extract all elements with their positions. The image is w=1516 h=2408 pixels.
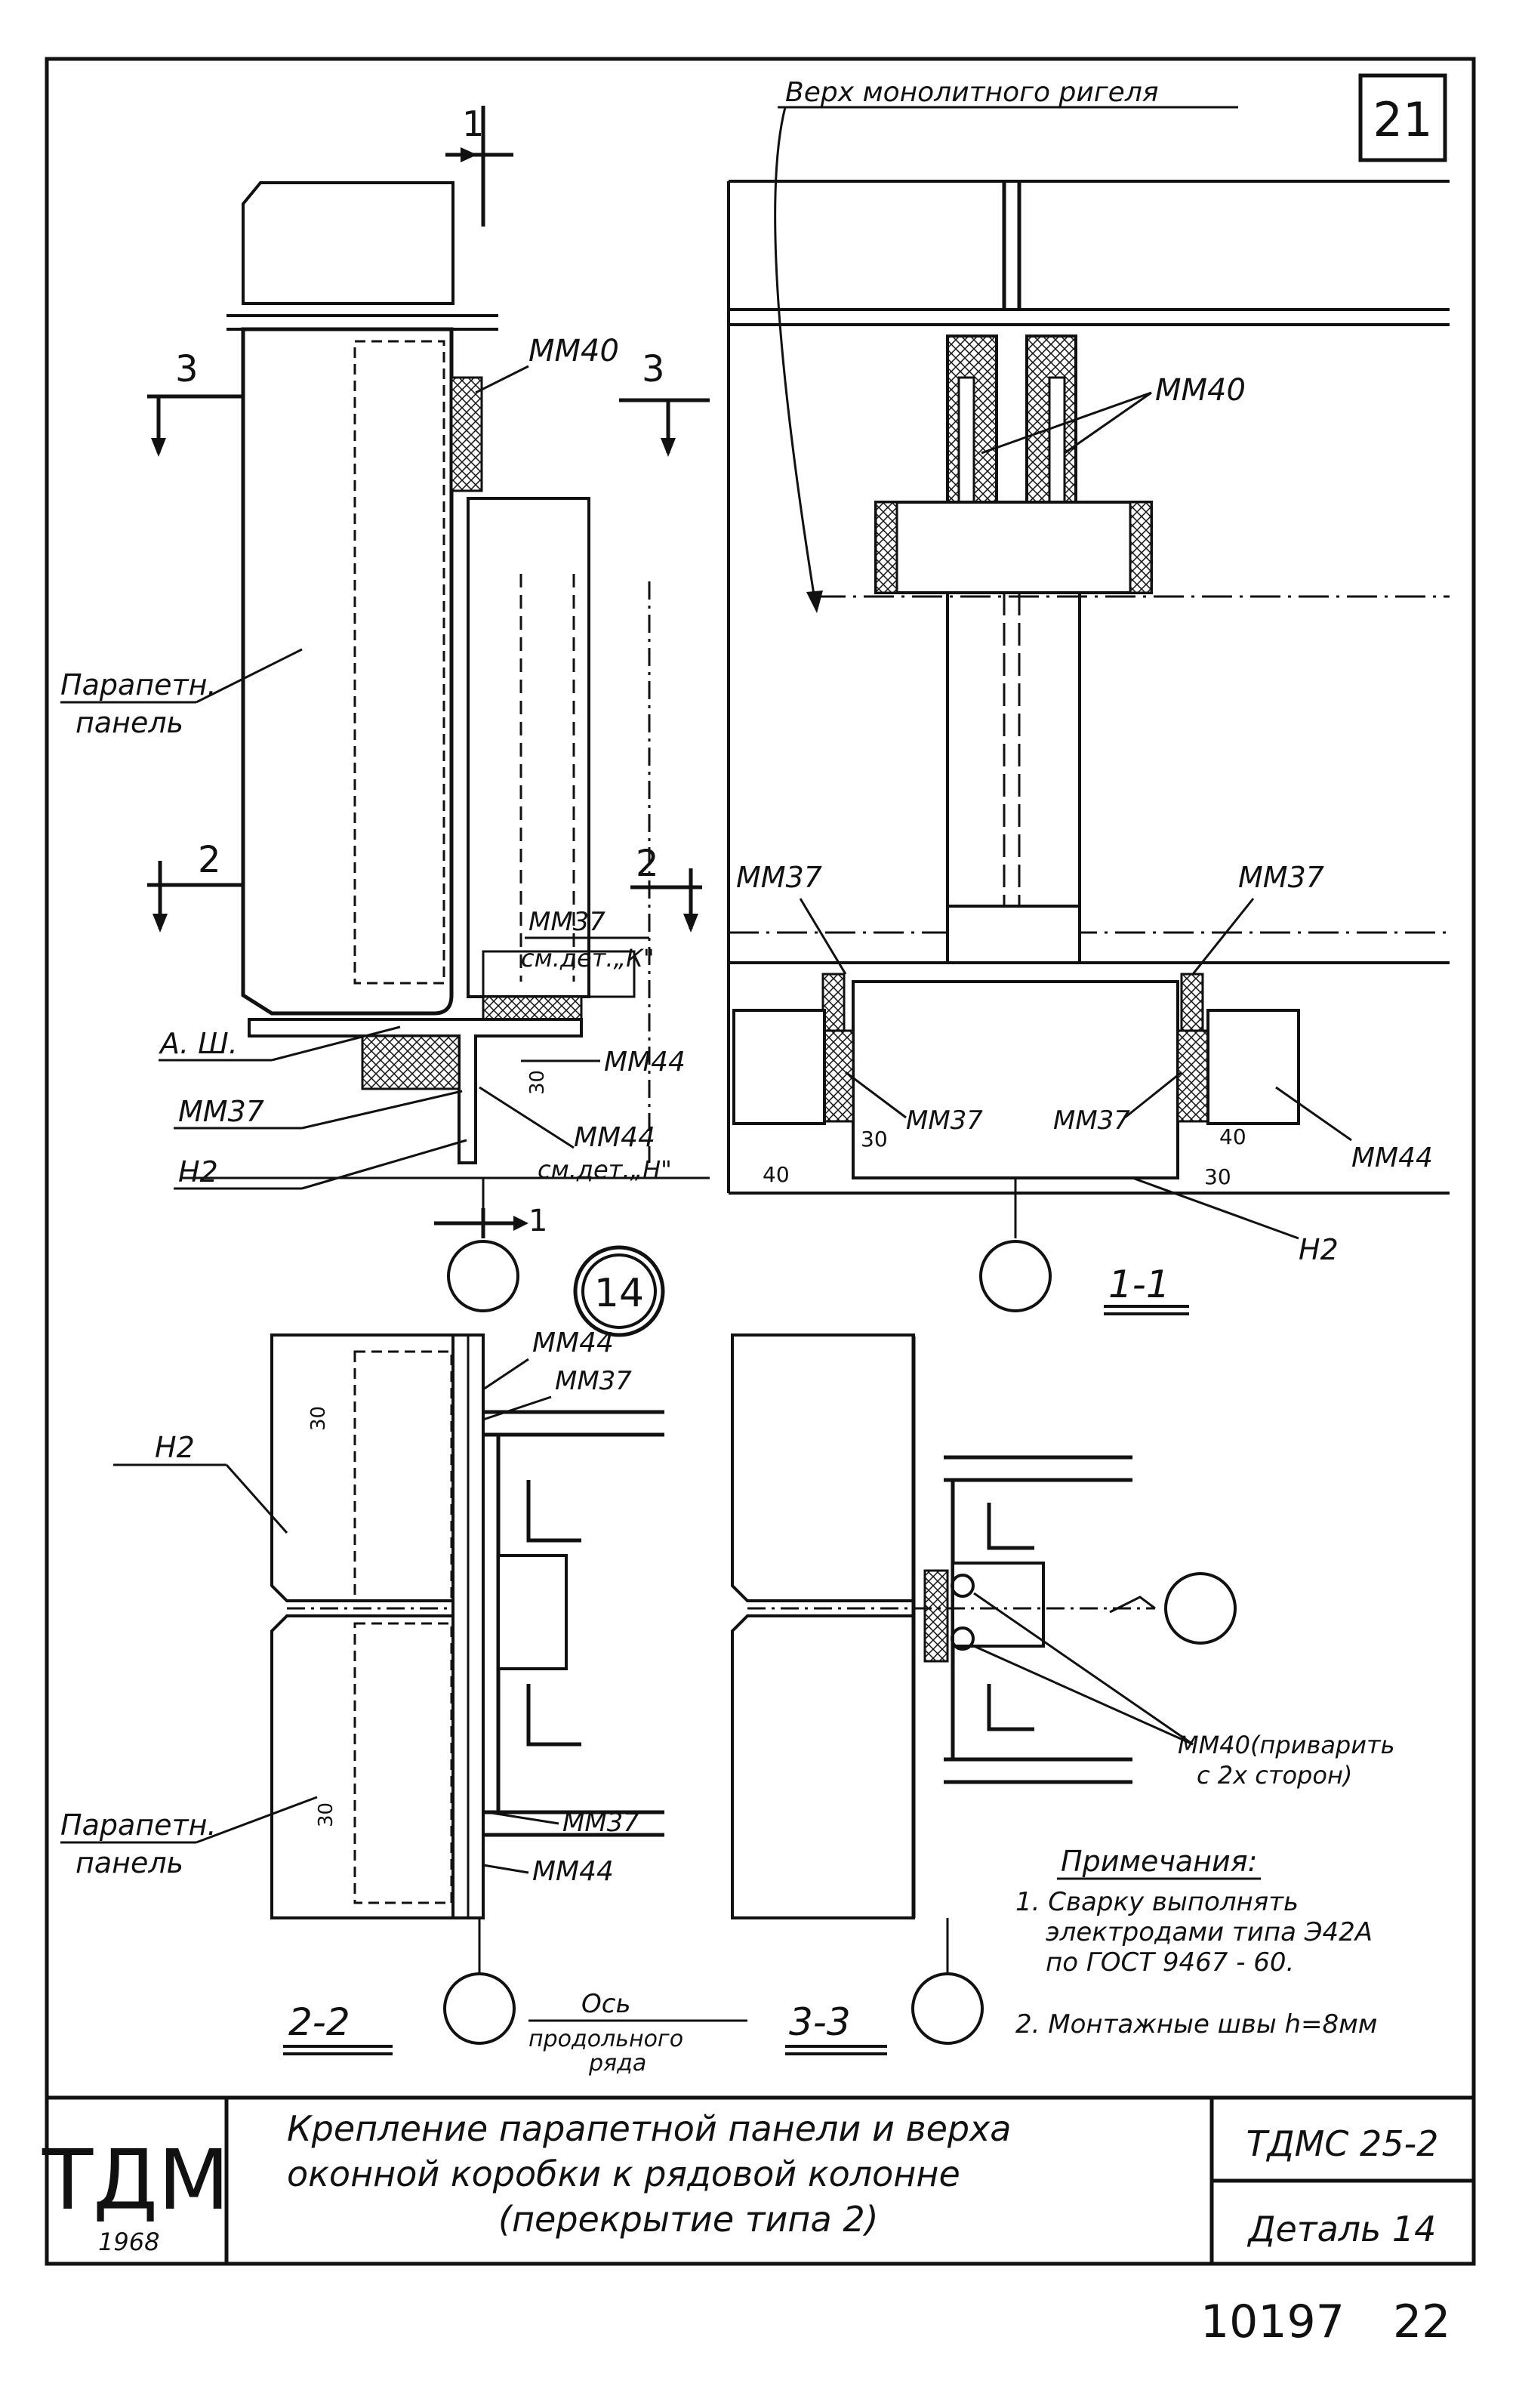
label-n2-section: Н2 xyxy=(1299,1233,1339,1266)
label-see-detail-n: см.дет.„Н" xyxy=(538,1155,672,1184)
page-number: 22 xyxy=(1393,2295,1450,2348)
drawing-detail: Деталь 14 xyxy=(1247,2209,1437,2249)
logo: ТДМ xyxy=(42,2132,230,2228)
label-mm40-weld-2: с 2х сторон) xyxy=(1197,1761,1352,1790)
label-mm40-section: ММ40 xyxy=(1155,373,1246,408)
title-line-1: Крепление парапетной панели и верха xyxy=(287,2108,1012,2149)
view-label-2-2: 2-2 xyxy=(288,2000,350,2044)
label-mm37-22-bottom: ММ37 xyxy=(562,1808,639,1838)
label-ash: А. Ш. xyxy=(158,1027,238,1060)
title-line-3: (перекрытие типа 2) xyxy=(498,2199,879,2240)
label-mm37-2: ММ37 xyxy=(1238,861,1324,894)
svg-text:2: 2 xyxy=(198,839,221,881)
dim-30-a: 30 xyxy=(861,1127,888,1152)
archive-number: 10197 xyxy=(1200,2295,1345,2348)
svg-text:1: 1 xyxy=(528,1204,547,1238)
section-mark-2-right: 2 xyxy=(630,843,702,933)
section-2-2-view: ММ44 ММ37 Н2 Парапетн. панель ММ37 ММ44 … xyxy=(60,1070,664,2055)
title-line-2: оконной коробки к рядовой колонне xyxy=(287,2154,960,2194)
svg-text:1: 1 xyxy=(462,103,484,144)
label-parapet-panel-22: Парапетн. xyxy=(60,1808,217,1842)
notes-block: Примечания: 1. Сварку выполнять электрод… xyxy=(1015,1845,1377,2040)
label-parapet-panel-22-2: панель xyxy=(75,1846,183,1879)
drawing-code: ТДМС 25-2 xyxy=(1246,2123,1439,2164)
section-mark-1-bottom: 1 xyxy=(434,1204,547,1238)
section-mark-1-top: 1 xyxy=(445,103,513,227)
dim-30-d: 30 xyxy=(315,1802,337,1827)
label-parapet-panel-2: панель xyxy=(75,706,183,739)
section-1-1-view: Верх монолитного ригеля ММ40 xyxy=(727,77,1450,1315)
label-mm37-ref: ММ37 xyxy=(528,907,605,937)
label-mm44-22-bottom: ММ44 xyxy=(532,1856,614,1887)
section-mark-3-left: 3 xyxy=(147,348,242,457)
label-top-girder: Верх монолитного ригеля xyxy=(785,77,1159,108)
label-parapet-panel: Парапетн. xyxy=(60,668,217,701)
view-label-3-3: 3-3 xyxy=(789,2000,851,2044)
note-1-line-3: по ГОСТ 9467 - 60. xyxy=(1046,1947,1294,1978)
footer: 10197 22 xyxy=(1200,2295,1450,2348)
label-mm37-3: ММ37 xyxy=(906,1105,983,1136)
label-mm40-weld: ММ40(приварить xyxy=(1178,1731,1395,1759)
year: 1968 xyxy=(98,2228,159,2256)
axis-label-line3: ряда xyxy=(588,2050,646,2077)
label-n2-side: Н2 xyxy=(178,1155,218,1189)
label-mm44-section: ММ44 xyxy=(1351,1142,1433,1173)
label-n2-22: Н2 xyxy=(155,1431,195,1464)
section-mark-3-right: 3 xyxy=(619,348,710,457)
sheet-border xyxy=(45,57,1476,2266)
side-section-view: 1 1 3 3 2 2 xyxy=(60,103,710,1312)
dim-30-e: 30 xyxy=(526,1070,549,1095)
dim-40-b: 40 xyxy=(1219,1124,1246,1149)
note-1-line-1: 1. Сварку выполнять xyxy=(1015,1887,1299,1917)
label-mm44-22-top: ММ44 xyxy=(532,1327,614,1358)
label-mm37-side: ММ37 xyxy=(178,1095,264,1128)
notes-title: Примечания: xyxy=(1061,1845,1257,1878)
label-mm37-1: ММ37 xyxy=(736,861,822,894)
title-block: ТДМ 1968 Крепление парапетной панели и в… xyxy=(42,2095,1474,2264)
dim-40-a: 40 xyxy=(763,1162,790,1187)
label-mm37-4: ММ37 xyxy=(1053,1105,1130,1136)
note-1-line-2: электродами типа Э42А xyxy=(1046,1917,1373,1947)
label-mm40: ММ40 xyxy=(528,334,619,368)
section-mark-2-left: 2 xyxy=(147,839,242,933)
svg-text:3: 3 xyxy=(642,348,665,390)
sheet-number-box: 21 xyxy=(1358,73,1447,162)
axis-label: Ось продольного ряда xyxy=(528,1989,747,2077)
section-3-3-view: ММ40(приварить с 2х сторон) 3-3 xyxy=(731,1333,1395,2055)
label-see-detail-k: см.дет.„К" xyxy=(521,944,655,973)
dim-30-c: 30 xyxy=(307,1406,330,1431)
view-label-1-1: 1-1 xyxy=(1108,1263,1170,1306)
svg-text:2: 2 xyxy=(636,843,659,885)
svg-text:3: 3 xyxy=(175,348,199,390)
note-2: 2. Монтажные швы h=8мм xyxy=(1015,2009,1377,2040)
label-mm37-22-top: ММ37 xyxy=(555,1366,632,1396)
detail-number: 14 xyxy=(594,1271,644,1316)
label-mm44-side: ММ44 xyxy=(604,1047,686,1078)
dim-30-b: 30 xyxy=(1204,1164,1231,1189)
detail-marker: 14 xyxy=(573,1245,665,1337)
label-mm44-side-2: ММ44 xyxy=(574,1122,655,1153)
sheet-number: 21 xyxy=(1373,92,1433,147)
axis-label-line2: продольного xyxy=(528,2026,683,2052)
axis-label-line1: Ось xyxy=(581,1989,631,2019)
